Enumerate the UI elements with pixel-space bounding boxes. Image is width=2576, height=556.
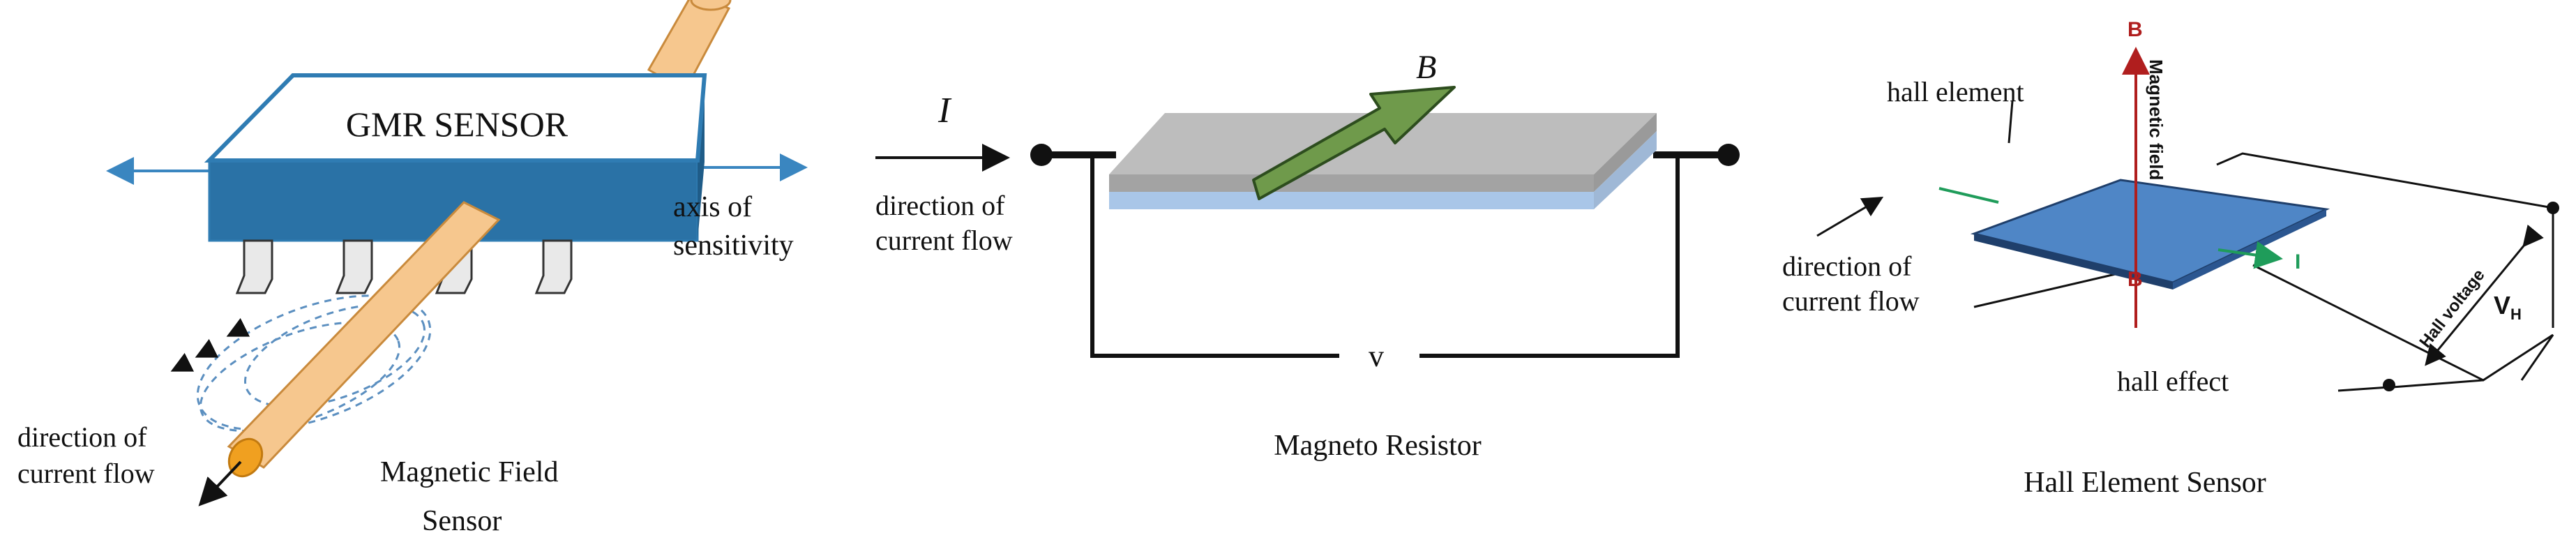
hall-wires [1973, 152, 2554, 392]
mr-voltage-symbol: v [1369, 339, 1384, 373]
hall-terminals [2383, 202, 2559, 391]
hall-current-line-back [1938, 187, 1999, 204]
hall-field-label: Magnetic field [2146, 59, 2167, 180]
hall-current-label-line2: current flow [1782, 285, 1920, 317]
hall-panel: I B B Magnetic field hall element direct… [1782, 18, 2559, 499]
current-direction-arrow [198, 460, 242, 506]
hall-plate [1970, 179, 2330, 290]
field-lines [196, 294, 432, 433]
hall-field-symbol: B [2127, 18, 2143, 41]
mr-slab [1109, 113, 1657, 209]
hall-current-pointer [1816, 196, 1884, 237]
hall-current-line-front [2217, 241, 2283, 269]
mr-panel: I B v direction of current flo [875, 49, 1740, 462]
hall-voltage-subscript: H [2510, 306, 2522, 323]
mr-current-symbol: I [937, 91, 952, 130]
mr-terminals [1030, 144, 1740, 166]
gmr-caption-line2: Sensor [422, 505, 502, 537]
mr-current-label-line1: direction of [875, 190, 1005, 221]
hall-element-label: hall element [1887, 76, 2024, 107]
mr-field-symbol: B [1416, 49, 1436, 86]
mr-circuit [1090, 155, 1680, 358]
hall-voltage-symbol: VH [2494, 291, 2522, 323]
gmr-sensor-body: GMR SENSOR [204, 73, 707, 242]
hall-current-symbol: I [2295, 250, 2300, 273]
mr-current-label-line2: current flow [875, 225, 1013, 256]
field-arrows [170, 317, 250, 372]
axis-label-line1: axis of [673, 191, 752, 223]
hall-caption: Hall Element Sensor [2024, 467, 2266, 499]
current-label-line2: current flow [17, 458, 155, 489]
hall-voltage-label: Hall voltage [2416, 266, 2488, 352]
mr-b-arrow [1252, 86, 1456, 200]
hall-voltage-arrow [2425, 224, 2544, 366]
mr-caption: Magneto Resistor [1274, 430, 1481, 462]
current-label-line1: direction of [17, 421, 147, 453]
gmr-caption-line1: Magnetic Field [380, 456, 558, 488]
hall-element-pointer [2008, 100, 2014, 144]
hall-current-label-line1: direction of [1782, 250, 1912, 282]
gmr-sensor-label: GMR SENSOR [346, 105, 568, 144]
gmr-panel: GMR SENSOR axis of sensitivi [17, 0, 808, 537]
hall-field-symbol-bottom: B [2127, 268, 2143, 291]
hall-effect-label: hall effect [2117, 366, 2229, 397]
axis-label-line2: sensitivity [673, 230, 794, 262]
